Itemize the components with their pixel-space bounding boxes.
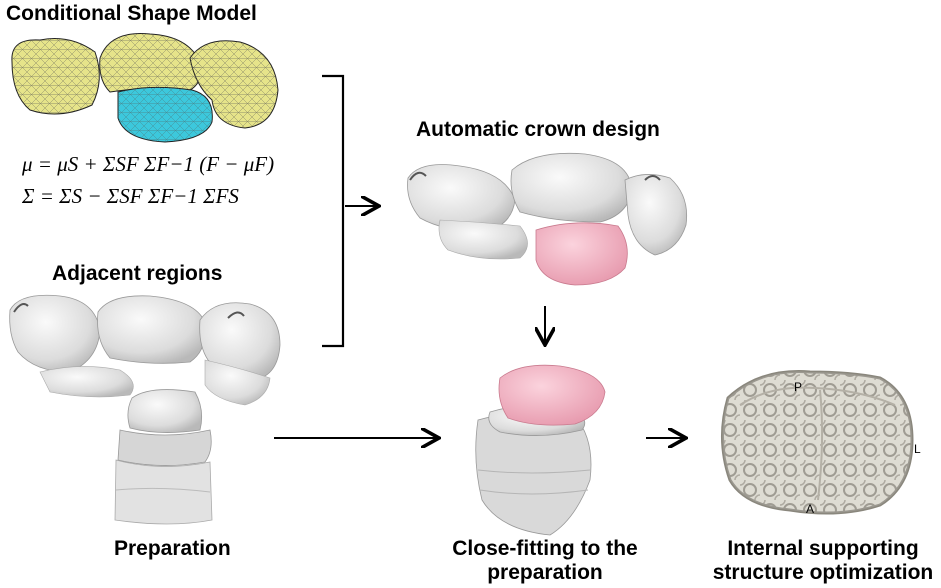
close-fitting-label-line1: Close-fitting to the <box>452 537 638 560</box>
covariance-equation-text: Σ = ΣS − ΣSF ΣF−1 ΣFS <box>22 184 239 208</box>
automatic-crown-design-label: Automatic crown design <box>416 118 660 141</box>
internal-support-label-line1: Internal supporting <box>727 537 919 560</box>
covariance-equation: Σ = ΣS − ΣSF ΣF−1 ΣFS <box>22 184 239 209</box>
adjacent-regions-teeth <box>9 294 281 406</box>
conditional-shape-model-label: Conditional Shape Model <box>6 2 257 25</box>
close-fitting-label-line2: preparation <box>487 561 603 584</box>
merge-bracket <box>322 74 345 348</box>
internal-support-label-line2: structure optimization <box>712 561 934 584</box>
adjacent-regions-label: Adjacent regions <box>52 262 223 285</box>
close-fitting-model <box>475 364 606 536</box>
crown-design-model <box>407 153 688 286</box>
internal-support-label: Internal supporting structure optimizati… <box>708 537 938 585</box>
orientation-l: L <box>914 442 921 456</box>
mean-equation-text: μ = μS + ΣSF ΣF−1 (F − μF) <box>22 152 275 176</box>
preparation-model <box>114 389 213 525</box>
orientation-a: A <box>806 502 815 516</box>
mean-equation: μ = μS + ΣSF ΣF−1 (F − μF) <box>22 152 274 177</box>
close-fitting-label: Close-fitting to the preparation <box>435 537 655 585</box>
orientation-p: P <box>794 380 803 394</box>
lattice-structure-model <box>721 370 914 515</box>
preparation-label: Preparation <box>114 537 231 560</box>
shape-model-mesh <box>11 33 279 143</box>
